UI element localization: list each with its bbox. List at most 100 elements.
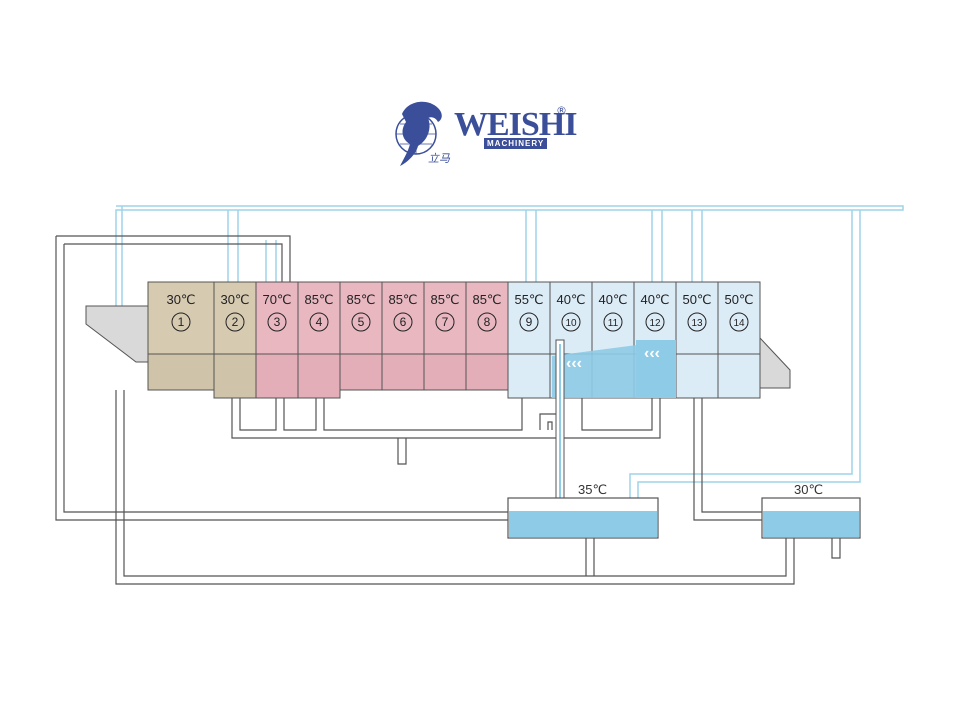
blue-pipe-network (115, 205, 904, 498)
horse-globe-icon (395, 101, 442, 166)
chamber-2-lower (213, 353, 257, 399)
pump-pipe-water (559, 344, 561, 500)
chamber-8: 85℃ 8 (465, 281, 509, 391)
chamber-8-number-circle (477, 312, 497, 332)
chamber-10-number: 10 (565, 318, 577, 329)
flow-arrow-2: ‹‹‹ (644, 345, 660, 362)
chamber-5: 85℃ 5 (339, 281, 383, 391)
chamber-9-number: 9 (526, 315, 533, 329)
chamber-7-temp: 85℃ (430, 292, 459, 307)
chamber-4-temp: 85℃ (304, 292, 333, 307)
chamber-8-lower (465, 353, 509, 391)
tank-a: 35℃ (507, 482, 659, 539)
chamber-8-temp: 85℃ (472, 292, 501, 307)
chamber-7-number-circle (435, 312, 455, 332)
chamber-5-number-circle (351, 312, 371, 332)
dark-pipe-left-loop (55, 236, 508, 521)
registered-mark: ® (556, 104, 567, 117)
brand-chinese-mark: 立马 (428, 152, 450, 165)
chamber-4-upper (297, 281, 341, 355)
chamber-10-number-circle (561, 312, 581, 332)
chamber-8-number: 8 (484, 315, 491, 329)
chamber-7-lower (423, 353, 467, 391)
chamber-9-temp: 55℃ (514, 292, 543, 307)
chamber-13-lower (675, 353, 719, 399)
blue-header-pipe (115, 205, 904, 306)
chamber-10-temp: 40℃ (556, 292, 585, 307)
chamber-2: 30℃ 2 (213, 281, 257, 399)
chamber-13-number-circle (687, 312, 707, 332)
chamber-14-temp: 50℃ (724, 292, 753, 307)
blue-pipe-chamber-12 (651, 210, 663, 282)
chamber-12-number-circle (645, 312, 665, 332)
dark-pipe-drain-outlet (397, 438, 407, 465)
blue-pipe-return (629, 210, 861, 498)
chamber-4-lower (297, 353, 341, 399)
chamber-14-upper (717, 281, 761, 355)
chamber-14-number-circle (729, 312, 749, 332)
inlet-hopper (85, 305, 149, 363)
tank-b: 30℃ (761, 482, 861, 539)
blue-pipe-chamber-13 (691, 210, 703, 282)
chamber-9-lower (507, 353, 551, 399)
chamber-2-number-circle (225, 312, 245, 332)
dark-pipe-drain (231, 398, 661, 439)
chamber-3-number-circle (267, 312, 287, 332)
chamber-1-lower (147, 353, 215, 391)
chamber-9: 55℃ 9 (507, 281, 551, 399)
chamber-12-temp: 40℃ (640, 292, 669, 307)
chamber-11-number: 11 (608, 318, 619, 329)
chamber-5-number: 5 (358, 315, 365, 329)
brand-name: WEISHI (454, 106, 577, 143)
brand-subtitle: MACHINERY (484, 138, 548, 149)
chamber-6-lower (381, 353, 425, 391)
dark-pipe-to-tank-b (693, 398, 762, 521)
dark-pipe-network (55, 235, 841, 585)
chamber-11-temp: 40℃ (598, 292, 627, 307)
dark-pipe-tank-a-out (585, 538, 595, 576)
chamber-5-temp: 85℃ (346, 292, 375, 307)
chamber-14-number: 14 (733, 318, 745, 329)
chamber-3-lower (255, 353, 299, 399)
chamber-4: 85℃ 4 (297, 281, 341, 399)
brand-logo: WEISHI ® MACHINERY 立马 (388, 94, 588, 170)
chamber-11-number-circle (603, 312, 623, 332)
chamber-3: 70℃ 3 (255, 281, 299, 399)
chamber-1-number: 1 (178, 315, 185, 329)
cooling-water-right (636, 340, 676, 398)
chamber-2-number: 2 (232, 315, 239, 329)
blue-pipe-chamber-2 (227, 210, 239, 282)
chamber-13-number: 13 (691, 318, 703, 329)
chamber-1: 30℃1 (147, 281, 215, 391)
chamber-2-temp: 30℃ (220, 292, 249, 307)
chamber-6-temp: 85℃ (388, 292, 417, 307)
chamber-6-upper (381, 281, 425, 355)
chamber-7: 85℃ 7 (423, 281, 467, 391)
chamber-1-number-circle (171, 312, 191, 332)
chamber-14-lower (717, 353, 761, 399)
blue-pipe-chamber-9 (525, 210, 537, 282)
chamber-4-number: 4 (316, 315, 323, 329)
chamber-4-number-circle (309, 312, 329, 332)
chamber-6: 85℃6 (381, 281, 425, 391)
chamber-7-number: 7 (442, 315, 449, 329)
tank-b-temp: 30℃ (794, 482, 823, 497)
chamber-6-number-circle (393, 312, 413, 332)
chamber-1-upper (147, 281, 215, 355)
chamber-9-number-circle (519, 312, 539, 332)
chamber-3-number: 3 (274, 315, 281, 329)
tank-a-temp: 35℃ (578, 482, 607, 497)
chamber-14: 50℃ 14 (717, 281, 761, 399)
chamber-3-temp: 70℃ (262, 292, 291, 307)
chamber-9-upper (507, 281, 551, 355)
outlet-hopper (759, 336, 791, 389)
chamber-5-lower (339, 353, 383, 391)
dark-pipe-tank-b-drain (831, 538, 841, 559)
blue-pipe-chamber-3 (265, 240, 277, 282)
chamber-7-upper (423, 281, 467, 355)
dark-pipe-top-left (56, 235, 291, 282)
chamber-11-upper (591, 281, 635, 355)
flow-arrow-1: ‹‹‹ (566, 355, 582, 372)
